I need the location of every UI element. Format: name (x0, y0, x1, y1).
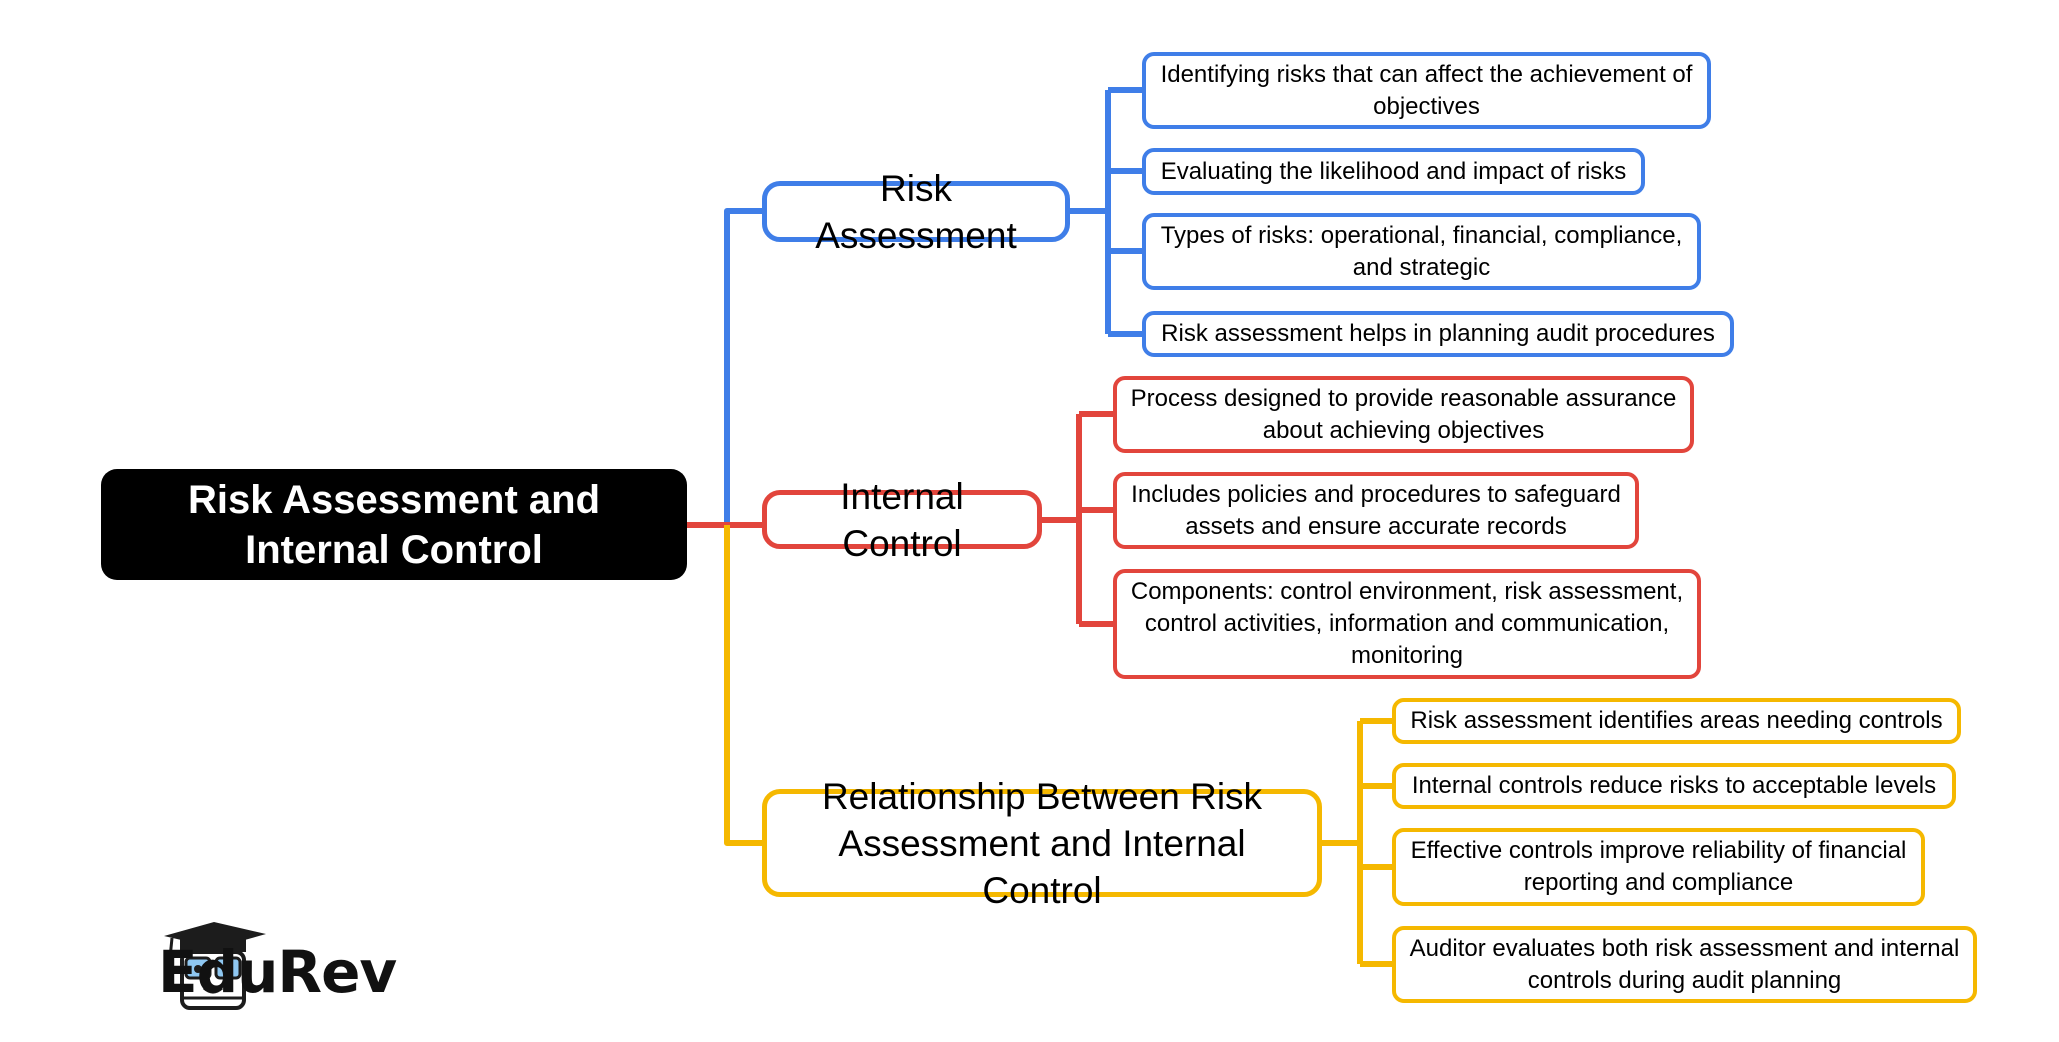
graduation-cap-mascot-icon (164, 922, 266, 1010)
branch-label: Risk Assessment (815, 167, 1017, 256)
connector-root-rel (724, 525, 762, 846)
leaf-text: Evaluating the likelihood and impact of … (1160, 157, 1627, 185)
connector-root-risk (687, 208, 762, 528)
leaf-internal-control: Process designed to provide reasonable a… (1113, 376, 1694, 453)
leaf-internal-control: Components: control environment, risk as… (1113, 569, 1701, 679)
leaf-risk-assessment: Types of risks: operational, financial, … (1142, 213, 1701, 290)
leaf-text: Components: control environment, risk as… (1130, 578, 1684, 669)
leaf-text: Risk assessment identifies areas needing… (1410, 707, 1943, 734)
branch-relationship: Relationship Between Risk Assessment and… (762, 776, 1322, 911)
leaf-text: Auditor evaluates both risk assessment a… (1409, 934, 1960, 994)
leaf-text: Process designed to provide reasonable a… (1130, 384, 1677, 444)
leaf-risk-assessment: Identifying risks that can affect the ac… (1142, 52, 1711, 129)
branch-internal-control: Internal Control (762, 476, 1042, 564)
leaf-relationship: Auditor evaluates both risk assessment a… (1392, 926, 1977, 1003)
leaf-text: Identifying risks that can affect the ac… (1160, 60, 1693, 120)
logo-wordmark: EduRev (158, 938, 397, 1006)
leaf-relationship: Risk assessment identifies areas needing… (1392, 698, 1961, 744)
leaf-relationship: Internal controls reduce risks to accept… (1392, 763, 1956, 809)
connector-ic-leaves (1042, 411, 1113, 627)
connector-rel-leaves (1322, 718, 1392, 967)
leaf-relationship: Effective controls improve reliability o… (1392, 828, 1925, 906)
root-node: Risk Assessment and Internal Control (101, 469, 687, 580)
leaf-risk-assessment: Risk assessment helps in planning audit … (1142, 311, 1734, 357)
connector-risk-leaves (1070, 87, 1142, 337)
leaf-text: Includes policies and procedures to safe… (1131, 480, 1621, 540)
branch-label: Relationship Between Risk Assessment and… (821, 775, 1263, 911)
root-label: Risk Assessment and Internal Control (187, 477, 601, 572)
leaf-internal-control: Includes policies and procedures to safe… (1113, 472, 1639, 549)
leaf-text: Internal controls reduce risks to accept… (1411, 772, 1937, 799)
leaf-text: Effective controls improve reliability o… (1410, 837, 1907, 896)
leaf-text: Types of risks: operational, financial, … (1160, 221, 1683, 281)
leaf-risk-assessment: Evaluating the likelihood and impact of … (1142, 148, 1645, 195)
leaf-text: Risk assessment helps in planning audit … (1161, 320, 1715, 347)
branch-risk-assessment: Risk Assessment (762, 168, 1070, 256)
branch-label: Internal Control (840, 475, 964, 564)
